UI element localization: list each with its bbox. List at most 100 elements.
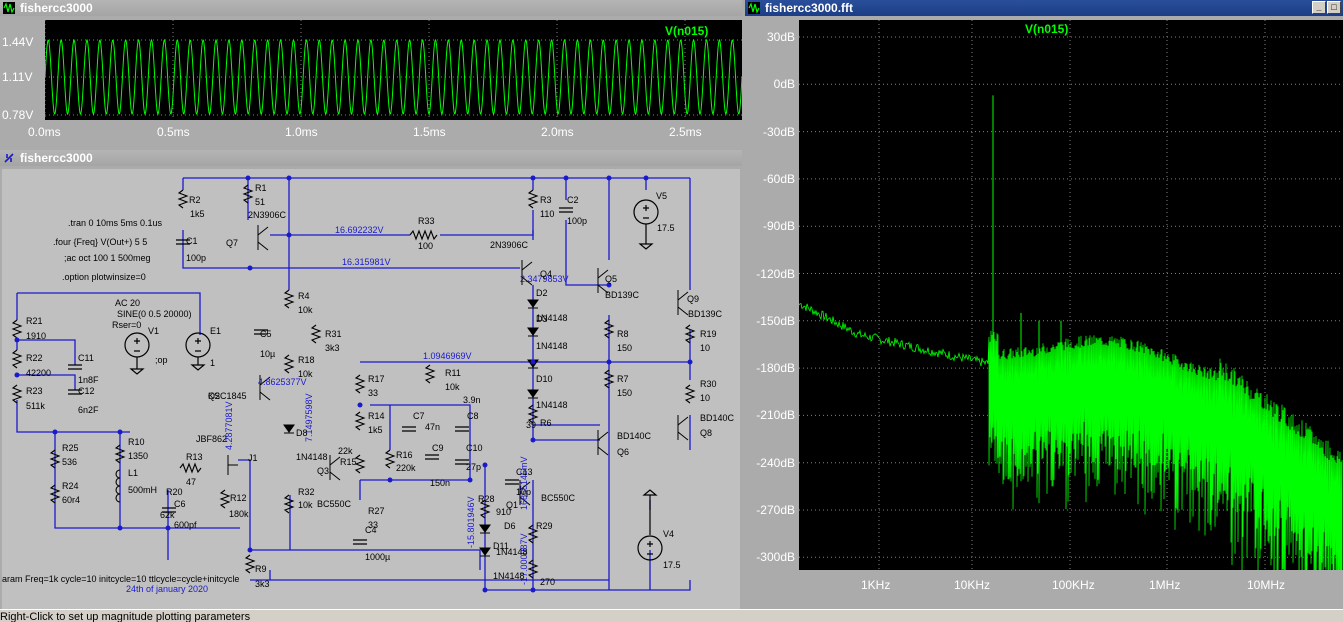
component-ref-e1[interactable]: E1	[210, 326, 222, 336]
component-value-l1[interactable]: 500mH	[128, 485, 158, 495]
component-value-q4[interactable]: 2N3906C	[490, 240, 529, 250]
component-value-r21[interactable]: 1910	[26, 331, 47, 341]
component-value-q6[interactable]: BD140C	[617, 431, 652, 441]
component-value-r32[interactable]: 10k	[298, 500, 313, 510]
component-value-d6[interactable]: 1N4148	[496, 547, 528, 557]
component-ref-r20[interactable]: R20	[166, 487, 183, 497]
component-ref-d11[interactable]: D11	[493, 541, 509, 551]
component-value-r22[interactable]: 42200	[26, 368, 52, 378]
component-ref-c1[interactable]: C1	[186, 236, 198, 246]
component-value-c7[interactable]: 47n	[425, 422, 441, 432]
component-value-q3[interactable]: BC550C	[317, 499, 352, 509]
component-ref-r22[interactable]: R22	[26, 353, 43, 363]
component-ref-q9[interactable]: Q9	[687, 294, 700, 304]
minimize-button[interactable]: _	[1312, 1, 1326, 14]
component-ref-r14[interactable]: R14	[368, 411, 385, 421]
component-ref-q3[interactable]: Q3	[317, 466, 330, 476]
component-value-r24[interactable]: 60r4	[62, 495, 81, 505]
component-ref-r12[interactable]: R12	[230, 493, 247, 503]
component-ref-r21[interactable]: R21	[26, 316, 43, 326]
component-value-v4[interactable]: 17.5	[663, 560, 681, 570]
component-ref-c4[interactable]: C4	[365, 525, 377, 535]
component-value-d3[interactable]: 1N4148	[536, 341, 568, 351]
component-value-d2[interactable]: 1N4148	[536, 313, 568, 323]
fft-window-titlebar[interactable]: fishercc3000.fft _ □	[745, 0, 1343, 16]
component-ref-r11[interactable]: R11	[445, 368, 461, 378]
component-value-q8[interactable]: BD140C	[700, 413, 735, 423]
component-ref-q2[interactable]: Q2	[208, 391, 221, 401]
component-value-r12[interactable]: 180k	[229, 509, 249, 519]
component-value-r10[interactable]: 1350	[128, 451, 149, 461]
param-line[interactable]: aram Freq=1k cycle=10 initcycle=10 ttlcy…	[2, 574, 240, 584]
component-ref-r1[interactable]: R1	[255, 183, 267, 193]
component-value-c12[interactable]: 6n2F	[78, 405, 99, 415]
component-value-c9[interactable]: 150n	[430, 478, 451, 488]
component-value-d10[interactable]: 1N4148	[536, 400, 568, 410]
directive-tran[interactable]: .tran 0 10ms 5ms 0.1us	[68, 218, 163, 228]
component-value-r11[interactable]: 10k	[445, 382, 460, 392]
component-value-r8[interactable]: 150	[617, 343, 633, 353]
component-ref-r7[interactable]: R7	[617, 374, 629, 384]
component-value-d8[interactable]: 1N4148	[296, 452, 328, 462]
component-ref-r19[interactable]: R19	[700, 329, 717, 339]
component-value-e1[interactable]: 1	[210, 358, 216, 368]
component-value-j1[interactable]: JBF862	[196, 434, 228, 444]
directive-four[interactable]: .four {Freq} V(Out+) 5 5	[53, 237, 148, 247]
component-ref-r18[interactable]: R18	[298, 355, 315, 365]
component-ref-r33[interactable]: R33	[418, 216, 435, 226]
component-ref-d3[interactable]: D3	[536, 314, 548, 324]
component-ref-r17[interactable]: R17	[368, 374, 385, 384]
component-ref-r10[interactable]: R10	[128, 437, 145, 447]
waveform-window[interactable]: fishercc3000 V(n015) 1.44V 1.11V 0.78V 0…	[0, 0, 742, 142]
component-value-c1[interactable]: 100p	[186, 253, 207, 263]
fft-trace-label[interactable]: V(n015)	[1025, 22, 1069, 36]
component-value-q9[interactable]: BD139C	[688, 309, 723, 319]
component-ref-r30[interactable]: R30	[700, 379, 717, 389]
component-ref-d2[interactable]: D2	[536, 288, 548, 298]
component-value-r18[interactable]: 10k	[298, 369, 313, 379]
waveform-plot-area[interactable]	[45, 20, 742, 120]
component-ref-q8[interactable]: Q8	[700, 428, 713, 438]
component-ref-c2[interactable]: C2	[567, 195, 579, 205]
maximize-button[interactable]: □	[1327, 1, 1341, 14]
component-value-r16[interactable]: 220k	[396, 463, 416, 473]
component-ref-q7[interactable]: Q7	[226, 238, 239, 248]
component-ref-c11[interactable]: C11	[78, 353, 94, 363]
component-value-q5[interactable]: BD139C	[605, 290, 640, 300]
component-ref-r24[interactable]: R24	[62, 481, 79, 491]
component-value-c2[interactable]: 100p	[567, 216, 588, 226]
component-value-r15[interactable]: 22k	[338, 446, 353, 456]
schematic-window-titlebar[interactable]: fishercc3000	[0, 150, 742, 166]
component-value-c11[interactable]: 1n8F	[78, 375, 99, 385]
component-ref-r8[interactable]: R8	[617, 329, 629, 339]
component-value-r2[interactable]: 1k5	[190, 209, 205, 219]
component-ref-q5[interactable]: Q5	[605, 274, 618, 284]
component-ref-r27[interactable]: R27	[368, 506, 385, 516]
component-value-c8[interactable]: 3.9n	[463, 395, 481, 405]
component-value-r19[interactable]: 10	[700, 343, 711, 353]
component-ref-c8[interactable]: C8	[467, 411, 479, 421]
component-value-r25[interactable]: 536	[62, 457, 78, 467]
component-value-r9[interactable]: 3k3	[255, 579, 270, 589]
component-ref-q4[interactable]: Q4	[540, 269, 553, 279]
component-value-r13[interactable]: 47	[186, 477, 197, 487]
date-note[interactable]: 24th of january 2020	[126, 584, 209, 594]
component-value-v5[interactable]: 17.5	[657, 223, 675, 233]
component-value-c4[interactable]: 1000µ	[365, 552, 391, 562]
component-value-r4[interactable]: 10k	[298, 305, 313, 315]
component-value-r20[interactable]: 62k	[160, 510, 175, 520]
component-value-q1[interactable]: BC550C	[541, 493, 576, 503]
component-value-r30[interactable]: 10	[700, 393, 711, 403]
component-ref-q6[interactable]: Q6	[617, 447, 630, 457]
component-value-r7[interactable]: 150	[617, 388, 633, 398]
component-value-q2[interactable]: KSC1845	[208, 391, 247, 401]
component-value-r28[interactable]: 910	[496, 507, 512, 517]
component-ref-l1[interactable]: L1	[128, 468, 139, 478]
component-ref-r32[interactable]: R32	[298, 487, 315, 497]
component-ref-r23[interactable]: R23	[26, 386, 43, 396]
component-ref-r4[interactable]: R4	[298, 291, 310, 301]
component-value-r23[interactable]: 511k	[26, 401, 45, 411]
component-ref-r16[interactable]: R16	[396, 450, 413, 460]
component-ref-c5[interactable]: C5	[260, 329, 272, 339]
